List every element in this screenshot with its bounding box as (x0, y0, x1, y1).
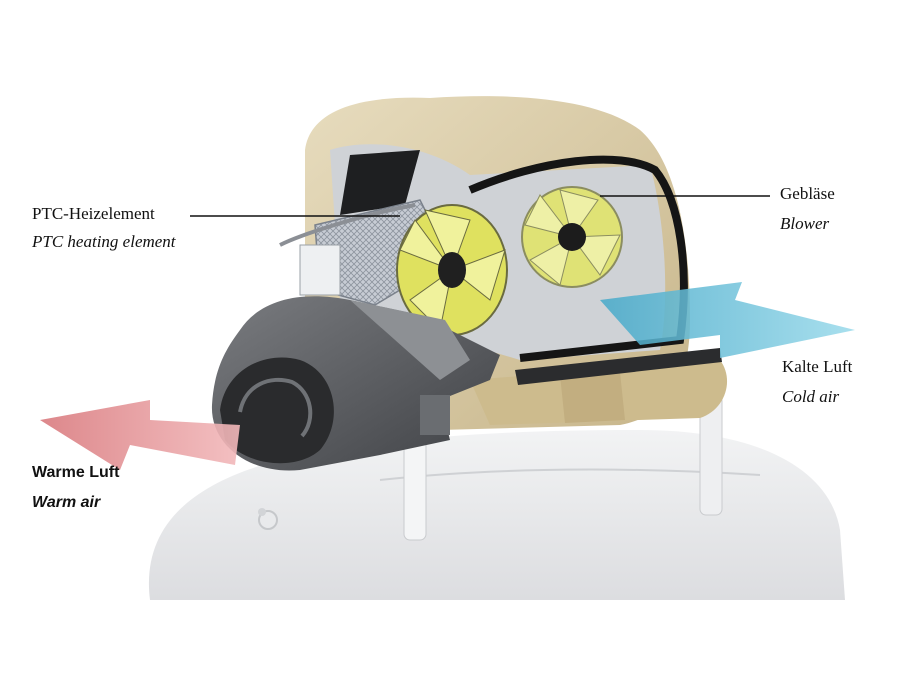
label-blower-de: Gebläse (780, 184, 835, 203)
label-warm-air: Warme Luft Warm air (32, 463, 119, 513)
air-duct-housing (211, 296, 500, 471)
label-warm-de: Warme Luft (32, 464, 120, 481)
label-blower: Gebläse Blower (780, 184, 835, 234)
fan-blower (521, 186, 623, 288)
label-ptc: PTC-Heizelement PTC heating element (32, 204, 176, 252)
label-ptc-en: PTC heating element (32, 232, 176, 251)
warm-air-arrow (40, 400, 240, 470)
label-cold-en: Cold air (782, 387, 840, 406)
label-blower-en: Blower (780, 214, 830, 233)
label-cold-air: Kalte Luft Cold air (782, 357, 852, 407)
label-warm-en: Warm air (32, 494, 101, 511)
label-cold-de: Kalte Luft (782, 357, 853, 376)
lower-flap (515, 348, 722, 385)
label-ptc-de: PTC-Heizelement (32, 204, 155, 223)
cold-air-arrow (600, 282, 855, 358)
frame-ring (468, 155, 688, 362)
headrest-posts (403, 394, 723, 541)
